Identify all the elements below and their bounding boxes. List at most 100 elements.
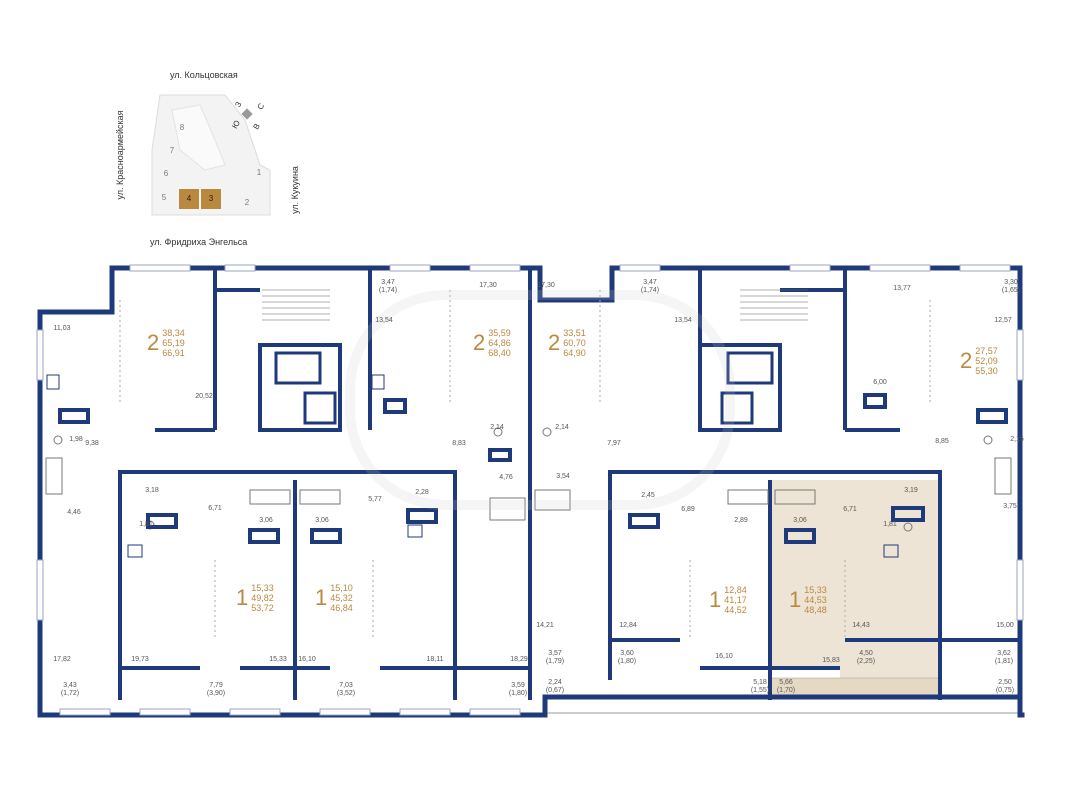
room-area-label: 3,06 bbox=[259, 517, 273, 524]
room-area-label: 1,81 bbox=[883, 521, 897, 528]
room-area-label: 2,45 bbox=[641, 492, 655, 499]
room-area-label: 3,30 bbox=[1004, 279, 1018, 286]
room-area-label: 3,54 bbox=[556, 473, 570, 480]
room-area-label: 1,98 bbox=[69, 436, 83, 443]
room-area-label: 2,89 bbox=[734, 517, 748, 524]
room-area-label: 7,03 bbox=[339, 682, 353, 689]
room-area-label: 19,73 bbox=[131, 656, 149, 663]
room-area-label: 3,47 bbox=[381, 279, 395, 286]
room-count: 2 bbox=[473, 330, 486, 355]
room-area-label: 8,85 bbox=[935, 438, 949, 445]
room-area-label: 2,28 bbox=[415, 489, 429, 496]
room-area-label: 5,77 bbox=[368, 496, 382, 503]
room-area-label: 3,06 bbox=[793, 517, 807, 524]
room-area-label: 7,97 bbox=[607, 440, 621, 447]
section-3[interactable]: 3 bbox=[201, 189, 221, 209]
section-4[interactable]: 4 bbox=[179, 189, 199, 209]
room-area-label: 15,83 bbox=[822, 657, 840, 664]
room-area-label: (2,25) bbox=[856, 658, 876, 665]
room-area-label: 13,77 bbox=[893, 285, 911, 292]
street-label-top: ул. Кольцовская bbox=[170, 70, 238, 80]
room-area-label: 4,46 bbox=[67, 509, 81, 516]
room-area-label: (1,70) bbox=[776, 687, 796, 694]
room-area-label: (0,75) bbox=[995, 687, 1015, 694]
street-label-bottom: ул. Фридриха Энгельса bbox=[150, 237, 248, 247]
room-area-label: 12,84 bbox=[619, 622, 637, 629]
room-area-label: (3,52) bbox=[336, 690, 356, 697]
storage-niches bbox=[58, 393, 1008, 544]
room-area-label: 17,82 bbox=[53, 656, 71, 663]
room-area-label: (1,79) bbox=[545, 658, 565, 665]
room-area-label: 2,50 bbox=[998, 679, 1012, 686]
section-5[interactable]: 5 bbox=[161, 193, 167, 202]
room-area-label: 14,43 bbox=[852, 622, 870, 629]
bathroom-fixtures bbox=[45, 427, 1012, 532]
room-area-label: (1,65) bbox=[1001, 287, 1021, 294]
room-count: 2 bbox=[147, 330, 160, 355]
room-area-label: 3,18 bbox=[145, 487, 159, 494]
room-area-label: 15,33 bbox=[269, 656, 287, 663]
selected-apartment-fill[interactable] bbox=[770, 480, 940, 668]
room-area-label: (1,55) bbox=[750, 687, 770, 694]
room-area-label: 6,89 bbox=[681, 506, 695, 513]
room-area-label: 15,00 bbox=[996, 622, 1014, 629]
room-count: 2 bbox=[548, 330, 561, 355]
room-area-label: 13,54 bbox=[375, 317, 393, 324]
room-area-label: 18,11 bbox=[426, 656, 444, 663]
room-area-label: 20,52 bbox=[195, 393, 213, 400]
room-area-label: 4,50 bbox=[859, 650, 873, 657]
room-area-label: 2,14 bbox=[490, 424, 504, 431]
room-area-label: 3,62 bbox=[997, 650, 1011, 657]
room-area-label: 3,60 bbox=[620, 650, 634, 657]
room-count: 1 bbox=[236, 585, 249, 610]
section-1[interactable]: 1 bbox=[256, 168, 262, 177]
room-area-label: 2,24 bbox=[548, 679, 562, 686]
section-7[interactable]: 7 bbox=[169, 146, 175, 155]
room-area-label: (0,67) bbox=[545, 687, 565, 694]
stair-steps bbox=[262, 289, 808, 321]
zone-dividers bbox=[119, 290, 931, 640]
room-area-label: 13,54 bbox=[674, 317, 692, 324]
room-area-label: 3,57 bbox=[548, 650, 562, 657]
room-area-label: 5,66 bbox=[779, 679, 793, 686]
room-area-label: (1,80) bbox=[508, 690, 528, 697]
room-area-label: 3,59 bbox=[511, 682, 525, 689]
room-area-label: 2,15 bbox=[1010, 436, 1024, 443]
room-area-label: (1,81) bbox=[994, 658, 1014, 665]
room-area-label: 2,14 bbox=[555, 424, 569, 431]
room-area-label: 3,06 bbox=[315, 517, 329, 524]
room-area-label: 5,18 bbox=[753, 679, 767, 686]
room-area-label: (1,74) bbox=[378, 287, 398, 294]
room-area-label: 16,10 bbox=[298, 656, 316, 663]
room-count: 1 bbox=[709, 587, 722, 612]
section-6[interactable]: 6 bbox=[163, 169, 169, 178]
room-area-label: 17,30 bbox=[537, 282, 555, 289]
room-area-label: 14,21 bbox=[536, 622, 554, 629]
room-area-label: 6,71 bbox=[843, 506, 857, 513]
room-count: 1 bbox=[315, 585, 328, 610]
room-area-label: (1,72) bbox=[60, 690, 80, 697]
room-area-label: (1,74) bbox=[640, 287, 660, 294]
windows bbox=[36, 264, 1024, 716]
room-area-label: 3,19 bbox=[904, 487, 918, 494]
room-area-label: 17,30 bbox=[479, 282, 497, 289]
room-area-label: 16,10 bbox=[715, 653, 733, 660]
room-area-label: 4,76 bbox=[499, 474, 513, 481]
watermark-logo bbox=[345, 290, 735, 510]
room-area-label: 1,81 bbox=[139, 521, 153, 528]
section-8[interactable]: 8 bbox=[179, 123, 185, 132]
exterior-walls bbox=[37, 265, 1025, 718]
room-area-label: 3,43 bbox=[63, 682, 77, 689]
room-area-label: 18,29 bbox=[510, 656, 528, 663]
section-2[interactable]: 2 bbox=[244, 198, 250, 207]
room-area-label: 3,47 bbox=[643, 279, 657, 286]
stairs bbox=[274, 351, 774, 425]
